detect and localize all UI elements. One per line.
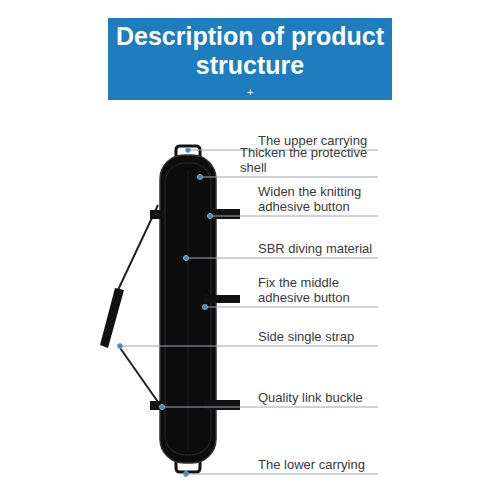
part-label: Widen the knitting adhesive button xyxy=(258,184,378,214)
part-label: Fix the middle adhesive button xyxy=(258,275,378,305)
part-label: SBR diving material xyxy=(258,241,378,256)
title-text: Description of product structure xyxy=(108,22,392,80)
part-label: The lower carrying xyxy=(258,457,378,472)
part-label: Quality link buckle xyxy=(258,390,378,405)
part-label: Thicken the protective shell xyxy=(240,145,378,175)
part-label: Side single strap xyxy=(258,329,378,344)
banner-mark: + xyxy=(247,87,259,98)
